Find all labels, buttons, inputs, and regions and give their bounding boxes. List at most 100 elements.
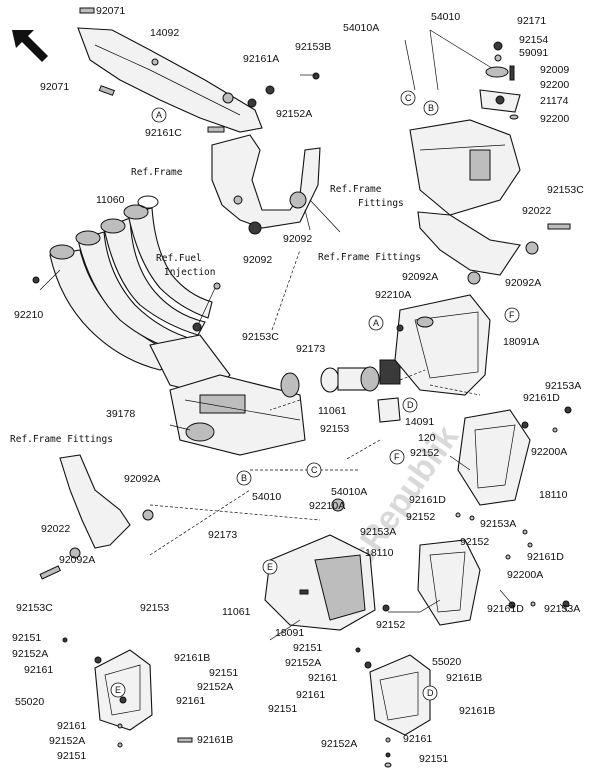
label-92153-c: 92153 [140, 602, 169, 614]
muffler-bracket-right [417, 211, 571, 285]
label-92152A-c2: 92152A [321, 738, 357, 750]
callout-A-top: A [151, 107, 167, 123]
svg-text:D: D [407, 400, 414, 410]
svg-text:F: F [394, 452, 400, 462]
o2-sensor [192, 282, 221, 332]
callout-C-mid: C [306, 462, 322, 478]
label-120: 120 [418, 432, 436, 444]
bolt-92071-left [98, 85, 115, 96]
label-92210A-c: 92210A [309, 500, 345, 512]
label-92173-c: 92173 [208, 529, 237, 541]
callout-B-top: B [423, 100, 439, 116]
cover-55020-center [369, 654, 431, 736]
label-92152A-l3: 92152A [49, 735, 85, 747]
catalyst-collector [149, 334, 306, 456]
label-18110-a: 18110 [539, 489, 568, 501]
label-59091: 59091 [519, 47, 548, 59]
label-92161-c1: 92161 [308, 672, 337, 684]
label-92153-m: 92153 [320, 423, 349, 435]
svg-text:E: E [267, 562, 273, 572]
callout-C-top: C [400, 90, 416, 106]
label-92092A-l: 92092A [124, 473, 160, 485]
callout-F-mid: F [389, 449, 405, 465]
label-92153C-r: 92153C [547, 184, 584, 196]
label-11060: 11060 [96, 194, 125, 206]
callout-E-mid: E [262, 559, 278, 575]
label-92152-r: 92152 [410, 447, 439, 459]
label-92161-l2: 92161 [176, 695, 205, 707]
ref-frame-fittings-label-a: Ref.Frame [330, 184, 382, 195]
label-92161C: 92161C [145, 127, 182, 139]
label-55020-l: 55020 [15, 696, 44, 708]
ref-frame-fittings-top-label: Ref.Frame Fittings [318, 252, 421, 263]
callout-A-mid: A [368, 315, 384, 331]
svg-text:C: C [405, 93, 412, 103]
callout-F-top: F [504, 307, 520, 323]
ref-frame-label: Ref.Frame [131, 167, 183, 178]
muffler-18091 [264, 534, 376, 631]
label-18110-b: 18110 [365, 547, 394, 559]
servo-bracket [409, 41, 521, 216]
ref-fuel-injection-label-b: Injection [164, 267, 215, 278]
label-92152A-top: 92152A [276, 108, 312, 120]
label-92210: 92210 [14, 309, 43, 321]
label-92154: 92154 [519, 34, 548, 46]
label-92153B: 92153B [295, 41, 331, 53]
washer-92161A [265, 85, 275, 95]
rear-bracket-left [39, 454, 154, 580]
label-92092A-l2: 92092A [59, 554, 95, 566]
label-92210A-m: 92210A [375, 289, 411, 301]
label-92161D-b: 92161D [487, 603, 524, 615]
label-92161B-r: 92161B [446, 672, 482, 684]
label-92161D-m2: 92161D [527, 551, 564, 563]
label-92022-l: 92022 [41, 523, 70, 535]
label-92092A-r: 92092A [505, 277, 541, 289]
front-direction-arrow-icon [12, 30, 48, 62]
label-14092: 14092 [150, 27, 179, 39]
nut-92153B [312, 72, 320, 80]
label-21174: 21174 [540, 95, 569, 107]
heat-guard-upper [77, 27, 263, 133]
label-92151-c3: 92151 [419, 753, 448, 765]
label-92153C-m: 92153C [242, 331, 279, 343]
label-54010A-m: 54010A [331, 486, 367, 498]
svg-text:A: A [373, 318, 379, 328]
label-18091: 18091 [275, 627, 304, 639]
label-92161A: 92161A [243, 53, 279, 65]
leader-lines [39, 74, 569, 641]
label-92152A-c1: 92152A [285, 657, 321, 669]
label-92200-a: 92200 [540, 79, 569, 91]
label-92161D-m: 92161D [409, 494, 446, 506]
label-92152-m2: 92152 [460, 536, 489, 548]
label-92161B-l: 92161B [174, 652, 210, 664]
hardware-dots [62, 324, 572, 768]
label-92151-l2: 92151 [209, 667, 238, 679]
label-92161-c2: 92161 [296, 689, 325, 701]
svg-text:B: B [241, 473, 247, 483]
label-92173-m: 92173 [296, 343, 325, 355]
label-92092-b: 92092 [283, 233, 312, 245]
bolt-92161C [207, 126, 225, 133]
svg-text:C: C [311, 465, 318, 475]
label-92161-l1: 92161 [24, 664, 53, 676]
svg-text:E: E [115, 685, 121, 695]
frame-bracket [211, 134, 321, 235]
svg-text:F: F [509, 310, 515, 320]
label-54010-m: 54010 [252, 491, 281, 503]
label-92151-c1: 92151 [293, 642, 322, 654]
label-92071-top: 92071 [96, 5, 125, 17]
label-92152-c: 92152 [376, 619, 405, 631]
ref-frame-fittings-left-label: Ref.Frame Fittings [10, 434, 113, 445]
label-92009: 92009 [540, 64, 569, 76]
label-92092-a: 92092 [243, 254, 272, 266]
joint-pipe-center [280, 359, 401, 423]
label-14091: 14091 [405, 416, 434, 428]
label-92152-m: 92152 [406, 511, 435, 523]
label-92071-left: 92071 [40, 81, 69, 93]
label-39178: 39178 [106, 408, 135, 420]
svg-text:A: A [156, 110, 162, 120]
label-92200A-m: 92200A [507, 569, 543, 581]
label-92171: 92171 [517, 15, 546, 27]
